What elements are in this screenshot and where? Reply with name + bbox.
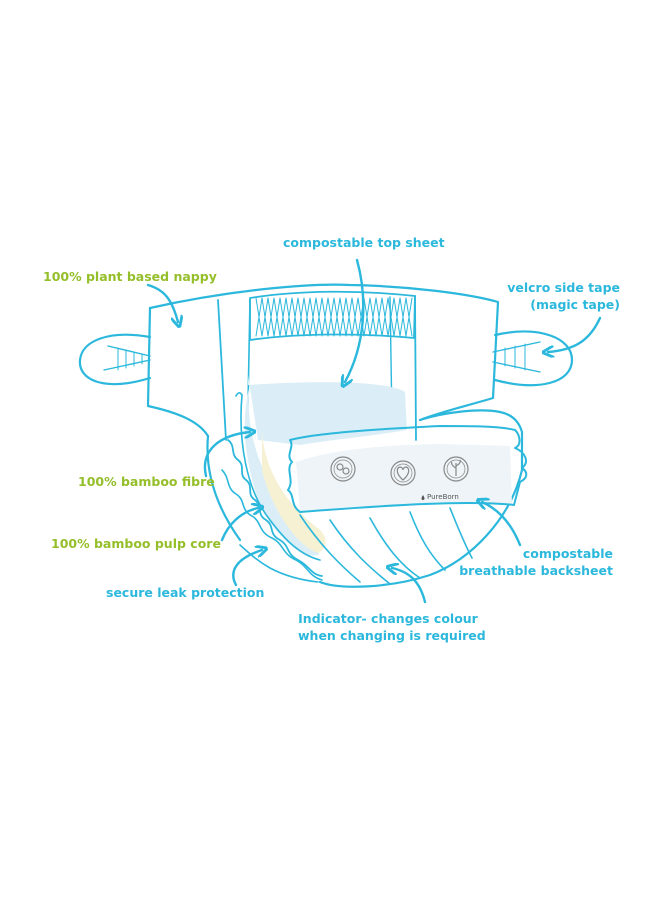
velcro-arrow [548, 316, 602, 352]
label-velcro-line2: (magic tape) [530, 297, 620, 312]
waist-elastic [249, 290, 416, 341]
compost-badge-icon [330, 456, 356, 482]
backsheet [287, 409, 528, 588]
left-tape-tab [78, 333, 152, 386]
label-top-sheet: compostable top sheet [283, 235, 445, 250]
bamboo-pulp-arrow [220, 508, 258, 542]
brand-mark: PureBorn [427, 493, 459, 501]
bamboo-fibre-arrow [203, 432, 250, 478]
label-backsheet-line1: compostable [522, 546, 613, 561]
label-indicator: Indicator- changes colour when changing … [298, 610, 486, 644]
pureborn-drop-icon [421, 495, 425, 500]
label-backsheet: compostable breathable backsheet [459, 545, 613, 579]
right-tape-tab [492, 330, 574, 387]
label-velcro: velcro side tape (magic tape) [507, 279, 620, 313]
label-leak-protection: secure leak protection [106, 585, 265, 600]
label-indicator-line2: when changing is required [298, 628, 486, 643]
label-bamboo-pulp: 100% bamboo pulp core [51, 536, 221, 551]
label-indicator-line1: Indicator- changes colour [298, 611, 478, 626]
nappy-waistband [146, 283, 500, 542]
plant-based-arrow [146, 283, 178, 322]
backsheet-arrow [482, 502, 522, 547]
label-bamboo-fibre: 100% bamboo fibre [78, 474, 215, 489]
top-sheet-arrow [345, 258, 365, 382]
indicator-arrow [392, 568, 427, 604]
label-plant-based: 100% plant based nappy [43, 269, 217, 284]
label-velcro-line1: velcro side tape [507, 280, 620, 295]
label-backsheet-line2: breathable backsheet [459, 563, 613, 578]
leak-protection-arrow [232, 550, 262, 587]
heart-plant-badge-icon [390, 460, 416, 486]
seedling-badge-icon [443, 456, 469, 482]
top-sheet [248, 375, 407, 445]
